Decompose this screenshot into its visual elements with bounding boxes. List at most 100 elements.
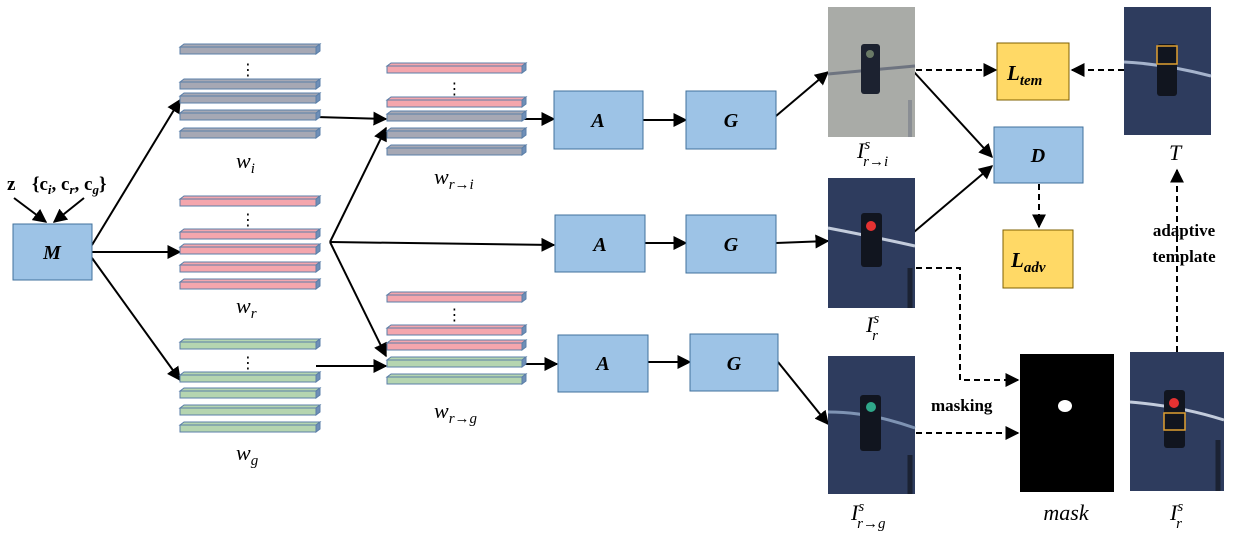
latent-bar xyxy=(179,130,317,139)
latent-bar xyxy=(386,130,523,139)
latent-bar-top xyxy=(385,144,528,149)
label-wrg: wr→g xyxy=(434,398,478,427)
image-r xyxy=(827,178,916,308)
latent-bar-side xyxy=(315,278,321,290)
latent-bar xyxy=(386,147,523,156)
image-mask xyxy=(1020,354,1114,492)
latent-bar xyxy=(386,359,523,368)
mask-blob xyxy=(1058,400,1072,412)
latent-bar-side xyxy=(315,127,321,139)
latent-bar xyxy=(179,231,317,240)
loss-adv-box: Ladv xyxy=(1002,229,1074,289)
latent-bar xyxy=(179,374,317,383)
label-wri: wr→i xyxy=(434,164,474,193)
latent-bar-top xyxy=(385,110,528,115)
stack-wi: ⋮ xyxy=(178,43,322,139)
latent-bar-side xyxy=(521,356,527,368)
latent-bar-side xyxy=(521,96,527,108)
arrow-g-to-img-rg xyxy=(777,361,829,426)
latent-bar xyxy=(179,81,317,90)
latent-bar-top xyxy=(385,324,528,329)
ellipsis: ⋮ xyxy=(447,79,463,98)
latent-bar-side xyxy=(315,195,321,207)
latent-bar xyxy=(386,99,523,108)
latent-bar-top xyxy=(385,291,528,296)
arrow-g-to-img-ri xyxy=(775,71,830,117)
latent-bar-side xyxy=(521,291,527,303)
latent-bar-top xyxy=(178,127,322,132)
traffic-light-body xyxy=(861,44,880,94)
traffic-light-lamp-green xyxy=(866,402,876,412)
stack-wr: ⋮ xyxy=(178,195,322,290)
latent-bar-top xyxy=(385,373,528,378)
svg-text:A: A xyxy=(594,353,609,375)
latent-bar xyxy=(179,341,317,350)
arrow-c-to-m xyxy=(52,197,85,223)
stack-wrg: ⋮ xyxy=(385,291,528,385)
latent-bar xyxy=(179,95,317,104)
latent-bar-top xyxy=(178,421,322,426)
input-c-set: {ci, cr, cg} xyxy=(32,174,106,197)
annotation-template: template xyxy=(1152,247,1216,266)
latent-bar-side xyxy=(521,144,527,156)
latent-bar-top xyxy=(178,371,322,376)
label-wr: wr xyxy=(236,293,257,322)
latent-bar-side xyxy=(315,387,321,399)
caption-template-t: T xyxy=(1169,140,1183,165)
g-block-top: G xyxy=(685,90,777,150)
latent-bar xyxy=(179,246,317,255)
traffic-light-body xyxy=(1157,44,1177,96)
latent-bar xyxy=(179,390,317,399)
latent-bar xyxy=(386,327,523,336)
ellipsis: ⋮ xyxy=(240,60,256,79)
latent-bar-side xyxy=(315,261,321,273)
latent-bar xyxy=(179,407,317,416)
latent-bar-side xyxy=(315,228,321,240)
stack-wg: ⋮ xyxy=(178,338,322,433)
latent-bar xyxy=(179,424,317,433)
latent-bar-side xyxy=(315,43,321,55)
latent-bar-top xyxy=(178,78,322,83)
solid-arrows xyxy=(13,71,994,426)
traffic-light-body xyxy=(860,395,881,451)
latent-bar-top xyxy=(178,109,322,114)
latent-bar-side xyxy=(315,109,321,121)
arrow-img-ri-to-d xyxy=(913,71,993,159)
latent-bar-side xyxy=(315,243,321,255)
svg-text:G: G xyxy=(724,110,739,132)
arrow-wi-to-wri xyxy=(315,111,388,126)
image-rg xyxy=(827,356,916,494)
latent-bar-side xyxy=(521,62,527,74)
arrow-z-to-m xyxy=(13,197,48,223)
loss-tem-box: Ltem xyxy=(996,42,1070,101)
latent-bar-side xyxy=(521,373,527,385)
g-block-bot: G xyxy=(689,333,779,392)
svg-text:G: G xyxy=(724,234,739,256)
label-wi: wi xyxy=(236,148,255,177)
latent-bar-top xyxy=(385,356,528,361)
latent-bar xyxy=(179,112,317,121)
latent-bar-top xyxy=(178,92,322,97)
latent-bar-top xyxy=(385,62,528,67)
ellipsis: ⋮ xyxy=(240,210,256,229)
latent-bar-side xyxy=(315,371,321,383)
svg-text:G: G xyxy=(727,353,742,375)
latent-bar-top xyxy=(178,404,322,409)
traffic-light-lamp-red xyxy=(1169,398,1179,408)
latent-bar-top xyxy=(178,195,322,200)
ellipsis: ⋮ xyxy=(447,305,463,324)
latent-bar-side xyxy=(315,404,321,416)
discriminator-box: D xyxy=(993,126,1084,184)
caption-mask: mask xyxy=(1043,500,1089,525)
latent-bar-side xyxy=(315,92,321,104)
dashed-arrows xyxy=(916,63,1184,440)
latent-bar-top xyxy=(178,243,322,248)
arrow-img-r-to-d xyxy=(913,165,994,233)
arrow-m-to-wg xyxy=(91,257,181,382)
mapping-network-label: M xyxy=(42,242,62,264)
